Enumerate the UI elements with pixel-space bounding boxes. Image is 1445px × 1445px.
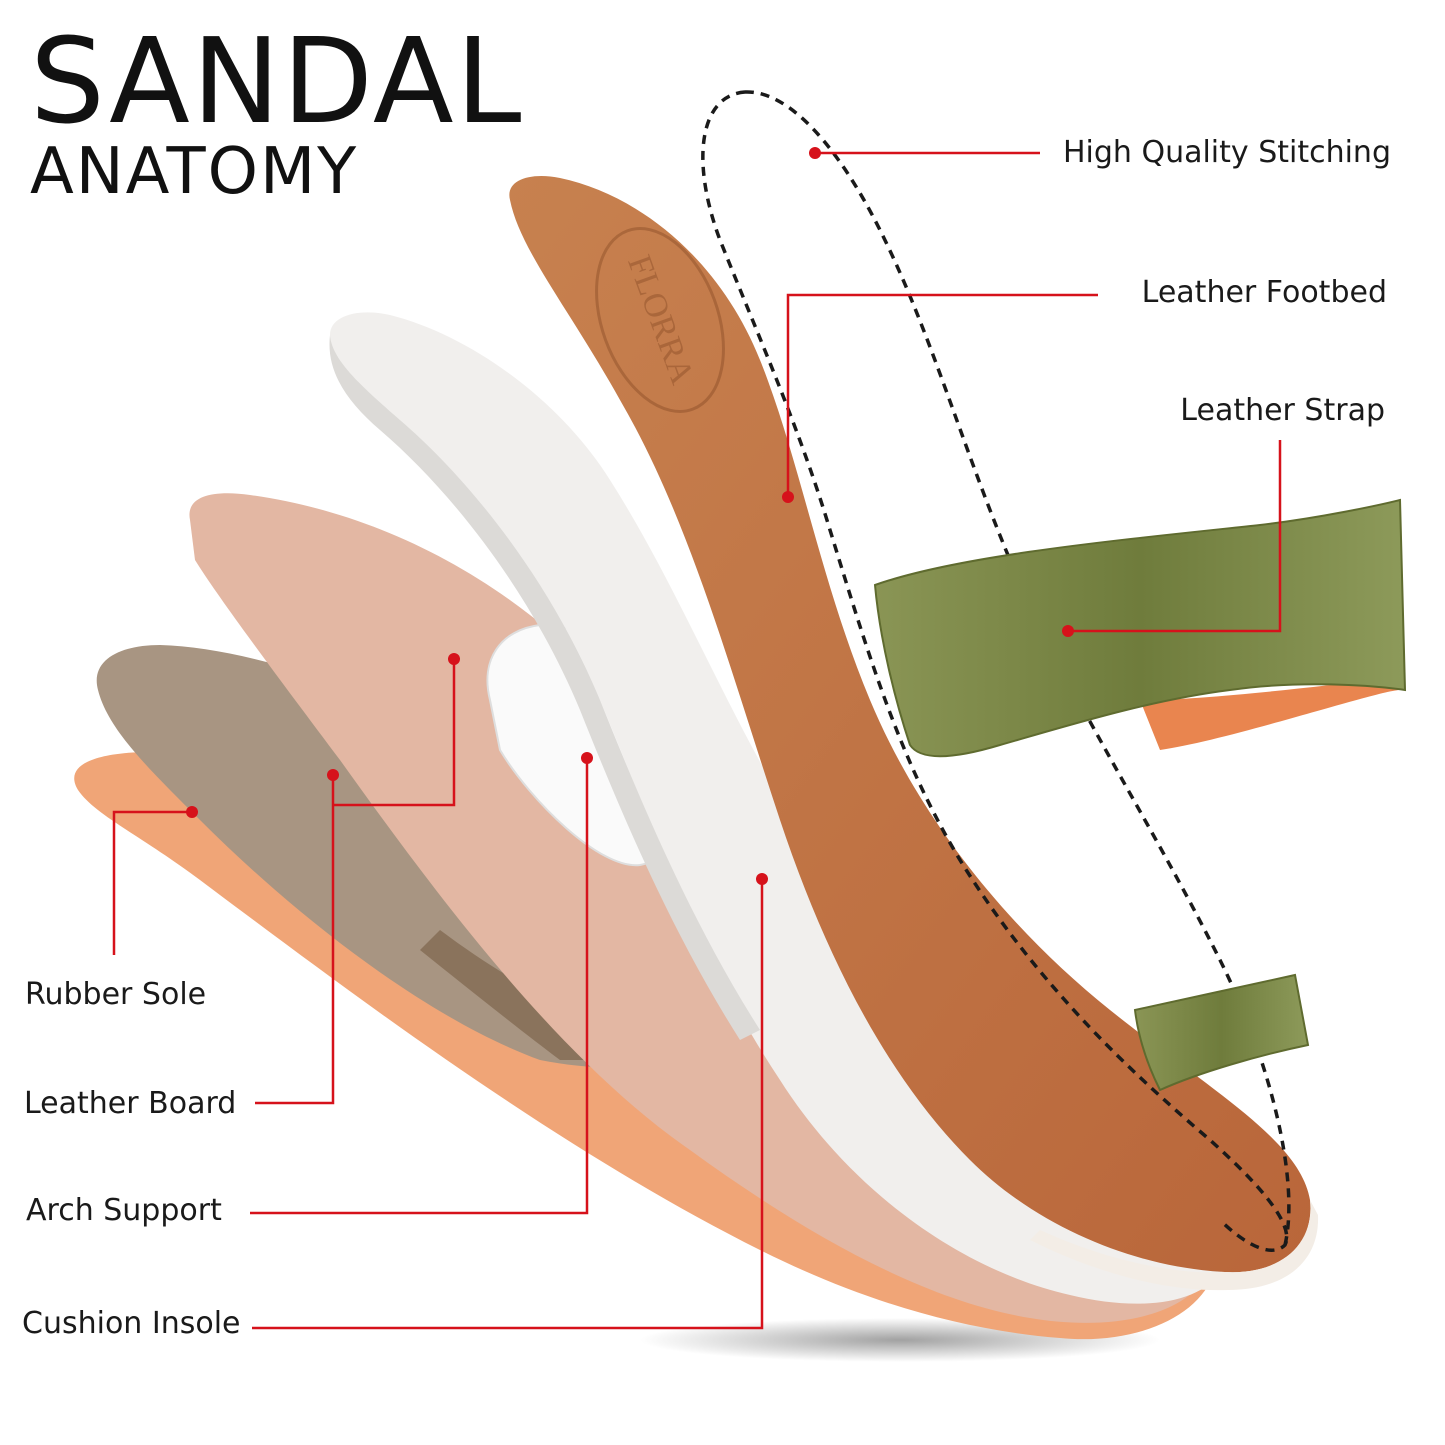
callout-dot-leather-board <box>327 769 339 781</box>
label-leather-board: Leather Board <box>24 1086 237 1121</box>
strap-main <box>873 498 1407 758</box>
callout-dot-cushion-insole <box>756 873 768 885</box>
callout-line-strap <box>1068 440 1282 633</box>
callout-dots <box>186 147 1074 885</box>
callout-line-arch-support <box>250 758 589 1215</box>
callouts <box>112 151 1282 1330</box>
callout-line-rubber-sole <box>112 810 192 955</box>
callout-line-leather-board-c <box>333 660 456 807</box>
callout-dot-arch-support <box>581 752 593 764</box>
callout-dot-strap <box>1062 625 1074 637</box>
title-main: SANDAL <box>30 12 524 150</box>
callout-line-footbed <box>786 293 1098 497</box>
callout-dot-stitching <box>809 147 821 159</box>
label-stitching: High Quality Stitching <box>1062 135 1391 170</box>
footbed-layer <box>509 176 1311 1273</box>
callout-line-cushion-insole <box>252 879 764 1330</box>
strap-inner <box>1140 678 1400 750</box>
callout-dot-rubber-sole <box>186 806 198 818</box>
label-rubber-sole: Rubber Sole <box>25 977 207 1012</box>
toe-strap <box>1133 973 1310 1092</box>
cushion-insole-side <box>329 335 760 1040</box>
label-strap: Leather Strap <box>1180 393 1385 428</box>
callout-line-leather-board-b <box>255 775 335 1105</box>
title-sub: ANATOMY <box>30 135 359 209</box>
label-footbed: Leather Footbed <box>1141 275 1387 310</box>
callout-dot-cork <box>448 653 460 665</box>
label-arch-support: Arch Support <box>26 1193 222 1228</box>
label-cushion-insole: Cushion Insole <box>22 1306 241 1341</box>
footbed-edge <box>1030 1200 1319 1291</box>
callout-dot-footbed <box>782 491 794 503</box>
